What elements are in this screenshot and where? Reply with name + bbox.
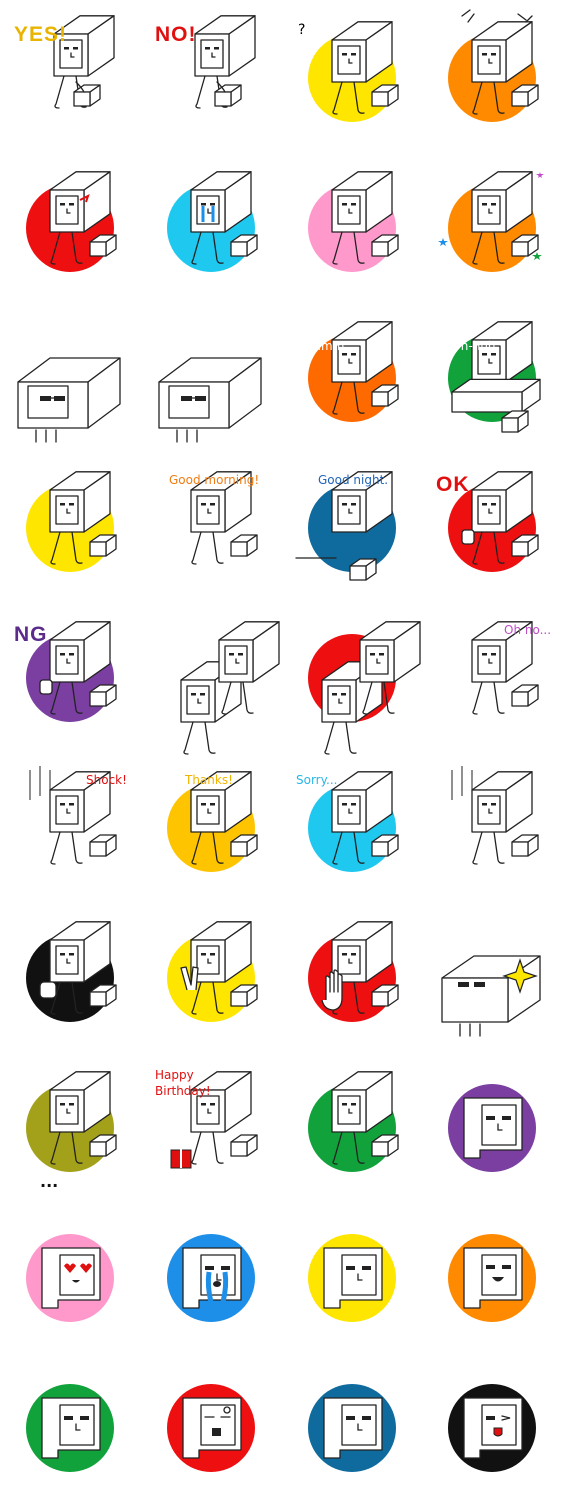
sticker-caption: NG	[14, 623, 48, 646]
face-shock-character-icon	[167, 1384, 255, 1472]
face-cry-sticker[interactable]	[141, 1200, 281, 1350]
hug-sticker[interactable]	[282, 1050, 422, 1200]
hmm-sticker[interactable]: Hmm..	[282, 300, 422, 450]
cool-character-icon	[158, 357, 262, 443]
shy-character-icon	[308, 171, 399, 272]
face-green-character-icon	[26, 1384, 114, 1472]
strain-character-icon	[448, 9, 539, 122]
ok-character-icon	[448, 471, 539, 572]
fist-sticker[interactable]	[0, 900, 140, 1050]
happy-sticker[interactable]	[422, 150, 562, 300]
hmm-character-icon	[308, 321, 399, 422]
sleepy-sticker[interactable]	[0, 450, 140, 600]
sparkle-character-icon	[441, 955, 541, 1037]
face-smile-sticker[interactable]	[422, 1200, 562, 1350]
angry-sticker[interactable]	[0, 150, 140, 300]
svg-text:?: ?	[298, 22, 305, 38]
sticker-caption: Oh no...	[504, 623, 552, 637]
ng-character-icon	[26, 621, 117, 722]
surprise-sticker[interactable]	[282, 600, 422, 755]
good-night-character-icon	[295, 471, 396, 581]
sparkle-sticker[interactable]	[422, 900, 562, 1050]
sticker-caption: Good morning!	[169, 473, 260, 487]
face-love-sticker[interactable]	[0, 1200, 140, 1350]
ok-sticker[interactable]: OK	[422, 450, 562, 600]
gloomy-sticker[interactable]	[422, 750, 562, 900]
stop-character-icon	[308, 921, 399, 1022]
thanks-sticker[interactable]: Thanks!	[141, 750, 281, 900]
face-neutral-character-icon	[448, 1084, 536, 1172]
sunglasses-character-icon	[17, 357, 121, 443]
face-yellow-sticker[interactable]	[282, 1200, 422, 1350]
yes-character-icon	[53, 15, 115, 109]
hug-character-icon	[308, 1071, 399, 1172]
face-wink-character-icon	[448, 1384, 536, 1472]
face-navy-character-icon	[308, 1384, 396, 1472]
angry-character-icon	[26, 171, 117, 272]
sleepy-character-icon	[26, 471, 117, 572]
sticker-caption: Thanks!	[185, 773, 233, 787]
happy-character-icon	[438, 171, 544, 272]
oh-no-sticker[interactable]: Oh no...	[422, 600, 562, 750]
cry-character-icon	[167, 171, 258, 272]
yes-sticker[interactable]: YES!	[0, 0, 140, 150]
no-character-icon	[194, 15, 256, 109]
sticker-caption: Hmm..	[312, 339, 353, 353]
sticker-caption: Sorry...	[296, 773, 338, 787]
face-smile-character-icon	[448, 1234, 536, 1322]
face-neutral-sticker[interactable]	[422, 1050, 562, 1200]
silence-character-icon	[26, 1071, 117, 1172]
sunglasses-sticker[interactable]	[0, 300, 140, 450]
face-shock-sticker[interactable]	[141, 1350, 281, 1500]
silence-sticker[interactable]: ...	[0, 1050, 140, 1200]
question-sticker[interactable]: ?	[282, 0, 422, 150]
cry-sticker[interactable]	[141, 150, 281, 300]
no-sticker[interactable]: NO!	[141, 0, 281, 150]
sorry-sticker[interactable]: Sorry...	[282, 750, 422, 900]
sticker-caption: Happy Birthday!	[155, 1068, 211, 1098]
fist-character-icon	[26, 921, 117, 1022]
hello-sticker[interactable]	[141, 600, 281, 755]
shy-sticker[interactable]	[282, 150, 422, 300]
face-navy-sticker[interactable]	[282, 1350, 422, 1500]
face-yellow-character-icon	[308, 1234, 396, 1322]
uhhuh-sticker[interactable]: Uh-huh.	[422, 300, 562, 450]
ng-sticker[interactable]: NG	[0, 600, 140, 750]
gloomy-character-icon	[451, 766, 539, 865]
sticker-caption: Good night.	[318, 473, 389, 487]
good-morning-character-icon	[190, 471, 258, 565]
sticker-caption: Shock!	[86, 773, 127, 787]
question-character-icon: ?	[298, 21, 399, 122]
face-cry-character-icon	[167, 1234, 255, 1322]
surprise-character-icon	[308, 621, 421, 755]
hello-character-icon	[180, 621, 280, 755]
sticker-caption: NO!	[155, 23, 197, 46]
good-night-sticker[interactable]: Good night.	[282, 450, 422, 600]
birthday-character-icon	[170, 1071, 258, 1169]
sticker-caption: Uh-huh.	[452, 339, 500, 353]
peace-character-icon	[167, 921, 258, 1022]
sorry-character-icon	[308, 771, 399, 872]
cool-sticker[interactable]	[141, 300, 281, 450]
thanks-character-icon	[167, 771, 258, 872]
face-wink-sticker[interactable]	[422, 1350, 562, 1500]
face-green-sticker[interactable]	[0, 1350, 140, 1500]
sticker-caption: ...	[40, 1172, 59, 1191]
good-morning-sticker[interactable]: Good morning!	[141, 450, 281, 600]
sticker-caption: YES!	[14, 23, 68, 46]
strain-sticker[interactable]	[422, 0, 562, 150]
uhhuh-character-icon	[448, 321, 541, 433]
face-love-character-icon	[26, 1234, 114, 1322]
shock-sticker[interactable]: Shock!	[0, 750, 140, 900]
birthday-sticker[interactable]: Happy Birthday!	[141, 1050, 281, 1200]
shock-character-icon	[29, 766, 117, 865]
peace-sticker[interactable]	[141, 900, 281, 1050]
stop-sticker[interactable]	[282, 900, 422, 1050]
sticker-caption: OK	[436, 473, 470, 496]
oh-no-character-icon	[471, 621, 539, 715]
